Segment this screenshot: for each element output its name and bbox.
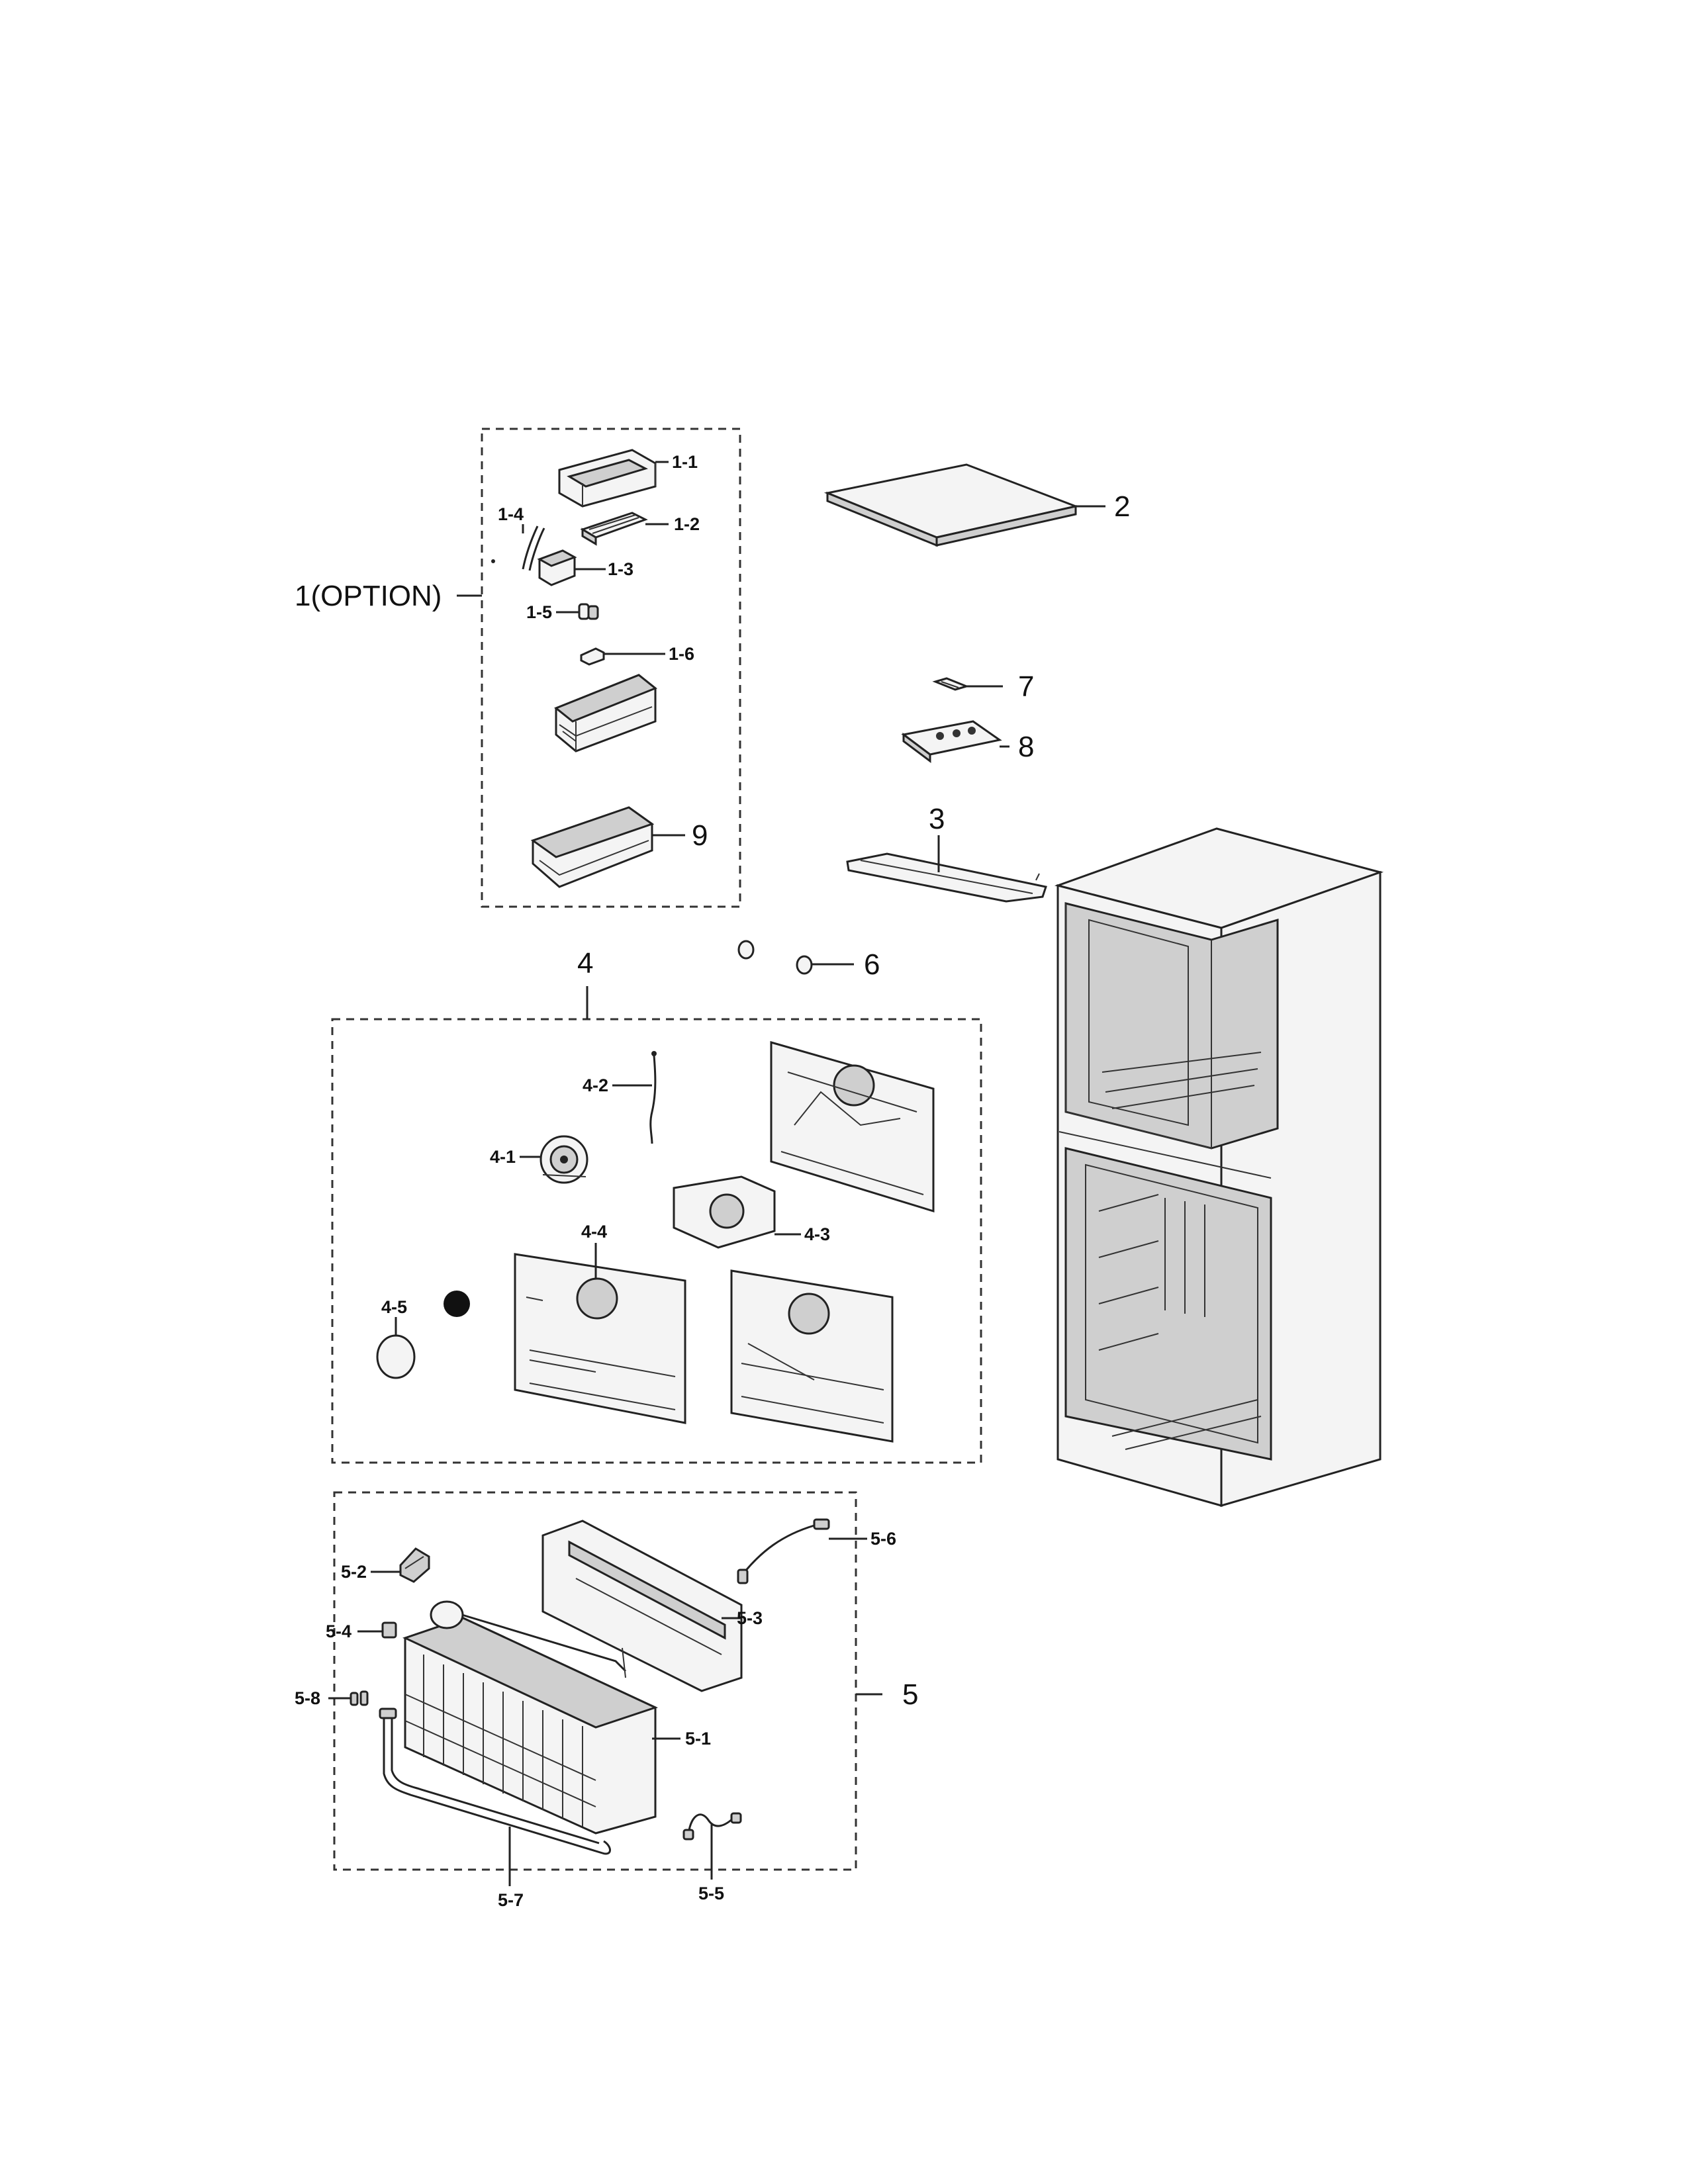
label-1-option: 1(OPTION) [295, 580, 442, 612]
part-1-6-clip [580, 647, 605, 666]
part-1-5-small-part [578, 603, 599, 620]
part-1-2-ice-tray [580, 512, 648, 546]
label-5-7: 5-7 [498, 1890, 524, 1910]
label-1-3: 1-3 [608, 559, 633, 579]
part-1-3-ice-maker-motor [537, 549, 577, 586]
part-8-control-panel [901, 720, 1002, 763]
part-1-4-bracket [491, 525, 545, 571]
part-evaporator-cover-lower [730, 1269, 894, 1443]
label-5: 5 [902, 1678, 918, 1711]
label-4-4: 4-4 [581, 1222, 607, 1242]
label-1-4: 1-4 [498, 504, 524, 524]
label-1-5: 1-5 [526, 602, 552, 622]
part-5-3-drain-pan [541, 1520, 743, 1692]
label-4-3: 4-3 [804, 1224, 830, 1244]
label-3: 3 [929, 803, 945, 835]
part-ice-bucket [554, 674, 657, 752]
part-3-cover [846, 852, 1047, 903]
part-black-foam [444, 1291, 470, 1317]
part-4-1-fan-motor [539, 1135, 588, 1184]
label-4-1: 4-1 [490, 1147, 516, 1167]
label-5-5: 5-5 [698, 1884, 724, 1903]
part-5-1-evaporator [402, 1600, 659, 1835]
label-5-3: 5-3 [737, 1608, 763, 1628]
part-7-sensor [932, 677, 970, 691]
part-5-2-thermal-fuse [399, 1547, 430, 1583]
label-1-1: 1-1 [672, 452, 698, 472]
label-8: 8 [1018, 731, 1034, 763]
part-4-5-seal [376, 1334, 416, 1379]
part-4-2-wire-harness [649, 1051, 657, 1144]
label-4: 4 [577, 947, 593, 979]
part-4-3-fan-bracket [673, 1175, 776, 1249]
part-5-5-clip [682, 1812, 742, 1841]
label-7: 7 [1018, 670, 1034, 703]
label-9: 9 [692, 819, 708, 852]
group-4-boundary [331, 1018, 982, 1464]
label-5-1: 5-1 [685, 1729, 711, 1749]
part-4-4-evaporator-cover-left [514, 1253, 686, 1424]
label-5-6: 5-6 [870, 1529, 896, 1549]
part-9-ice-bin [530, 806, 655, 888]
part-evaporator-cover-upper [770, 1041, 935, 1213]
part-2-glass-shelf [823, 463, 1080, 547]
part-5-7-defrost-heater [379, 1707, 611, 1855]
group-1-option-boundary [481, 428, 741, 908]
label-1-2: 1-2 [674, 514, 700, 534]
part-5-6-defrost-sensor [737, 1518, 830, 1584]
part-5-4-connector [381, 1621, 397, 1639]
part-refrigerator-cabinet [1054, 827, 1384, 1507]
part-1-1-ice-maker [558, 449, 657, 508]
label-4-5: 4-5 [381, 1297, 407, 1317]
part-5-8-clip [350, 1690, 369, 1706]
label-5-8: 5-8 [295, 1688, 320, 1708]
group-5-boundary [333, 1491, 857, 1871]
label-1-6: 1-6 [669, 644, 694, 664]
part-6-cap [737, 940, 813, 975]
label-5-4: 5-4 [326, 1621, 352, 1641]
label-4-2: 4-2 [583, 1075, 608, 1095]
label-2: 2 [1114, 490, 1130, 523]
label-5-2: 5-2 [341, 1562, 367, 1582]
label-6: 6 [864, 948, 880, 981]
